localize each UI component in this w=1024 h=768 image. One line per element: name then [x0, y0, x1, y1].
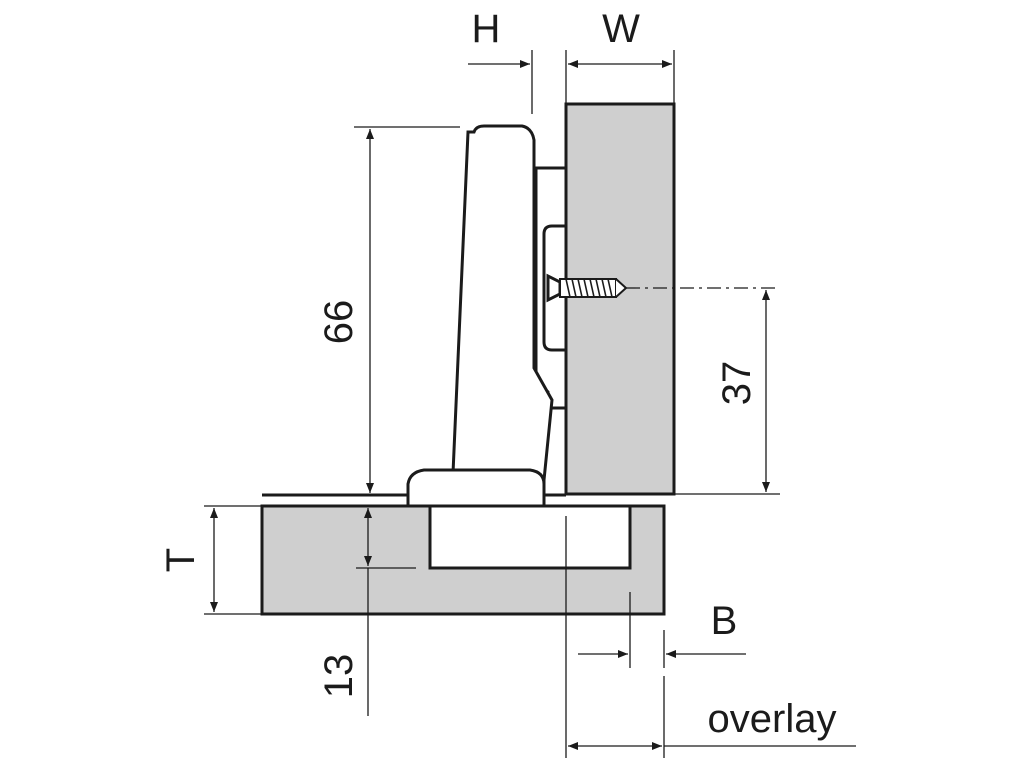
overlay-label: overlay [708, 697, 837, 741]
hinge-cup-rim [406, 468, 546, 508]
dim-13-label: 13 [317, 654, 361, 699]
dim-66-label: 66 [317, 300, 361, 345]
w-label: W [602, 7, 640, 51]
cabinet-side-panel [564, 102, 676, 496]
h-label: H [472, 7, 501, 51]
hinge-arm [450, 124, 554, 498]
hinge-cup [428, 504, 632, 570]
b-label: B [711, 599, 738, 643]
dim-37-label: 37 [715, 361, 759, 406]
screw-icon [546, 273, 628, 303]
t-label: T [159, 548, 203, 572]
